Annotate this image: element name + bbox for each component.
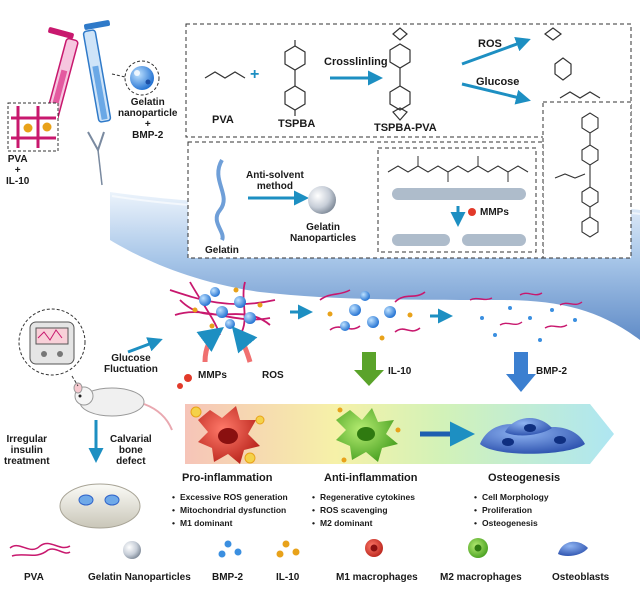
gelatin-label: Gelatin [130,97,165,108]
mmps-process-label: MMPs [198,370,227,381]
calvarial-defect-label: Calvarial bone defect [110,434,152,467]
legend-pva: PVA [24,572,44,583]
tspba-pva-label: TSPBA-PVA [374,122,437,134]
legend-osteoblasts: Osteoblasts [552,572,610,583]
nanoparticle-label: nanoparticle [118,108,178,119]
m1-macrophage-cell [190,406,265,464]
pva-chem-label: PVA [212,114,234,126]
legend-m2-macrophages: M2 macrophages [440,572,522,583]
syringe-blue [82,20,112,123]
stage-bullets-pro-inflammation: Excessive ROS generation Mitochondrial d… [172,492,288,531]
m2-macrophage-cell [336,407,401,463]
legend-icons [9,538,588,559]
nanoparticles-line: Nanoparticles [290,233,357,244]
bullet-item: ROS scavenging [312,505,415,515]
treatment-line: treatment [4,456,50,467]
bullet-item: Cell Morphology [474,492,549,502]
pva-il10-label: PVA + IL-10 [6,154,29,187]
bullet-item: M1 dominant [172,518,288,528]
stage-title-pro-inflammation: Pro-inflammation [182,472,273,484]
il10-process-label: IL-10 [388,366,412,377]
calvarial-skull [59,483,141,529]
stage-bullets-osteogenesis: Cell Morphology Proliferation Osteogenes… [474,492,549,531]
gelatin-text: Gelatin [205,245,239,256]
glucose-line: Glucose [111,353,151,364]
glucose-label: Glucose [476,76,520,88]
insulin-line: insulin [10,445,43,456]
ros-label: ROS [478,38,502,50]
bmp2-process-label: BMP-2 [536,366,568,377]
pva-label: PVA [7,154,28,165]
ros-process-label: ROS [262,370,284,381]
gelatin-bmp2-label: Gelatin nanoparticle + BMP-2 [118,97,177,141]
plus-sign: + [144,119,151,130]
plus-sign: + [250,66,260,83]
bmp2-label: BMP-2 [132,130,164,141]
bullet-item: Mitochondrial dysfunction [172,505,288,515]
calvarial-line: Calvarial [110,434,152,445]
bone-line: bone [118,445,143,456]
legend-il10: IL-10 [276,572,300,583]
stage-bullets-anti-inflammation: Regenerative cytokines ROS scavenging M2… [312,492,415,531]
bullet-item: Regenerative cytokines [312,492,415,502]
crosslinking-label: Crosslinling [324,56,388,68]
legend-m1-macrophages: M1 macrophages [336,572,418,583]
mmps-panel-label: MMPs [480,207,509,218]
anti-solvent-line: Anti-solvent [246,170,304,181]
il10-label: IL-10 [6,176,30,187]
method-line: method [256,181,293,192]
irregular-line: Irregular [6,434,48,445]
irregular-insulin-label: Irregular insulin treatment [4,434,50,467]
anti-solvent-label: Anti-solvent method [246,170,304,192]
fluctuation-line: Fluctuation [104,364,158,375]
bullet-item: M2 dominant [312,518,415,528]
osteoblast-cells [480,417,585,454]
bullet-item: Osteogenesis [474,518,549,528]
stage-title-osteogenesis: Osteogenesis [488,472,561,484]
bullet-item: Excessive ROS generation [172,492,288,502]
stage-title-anti-inflammation: Anti-inflammation [324,472,418,484]
gelatin-nanoparticles-label: Gelatin Nanoparticles [290,222,356,244]
glucose-fluctuation-label: Glucose Fluctuation [104,353,158,375]
legend-gelatin-nanoparticles: Gelatin Nanoparticles [88,572,191,583]
plus-sign: + [14,165,21,176]
tspba-label: TSPBA [278,118,316,130]
bullet-item: Proliferation [474,505,549,515]
mouse [73,382,173,431]
gelatin-line: Gelatin [306,222,341,233]
legend-bmp2: BMP-2 [212,572,244,583]
defect-line: defect [116,456,146,467]
